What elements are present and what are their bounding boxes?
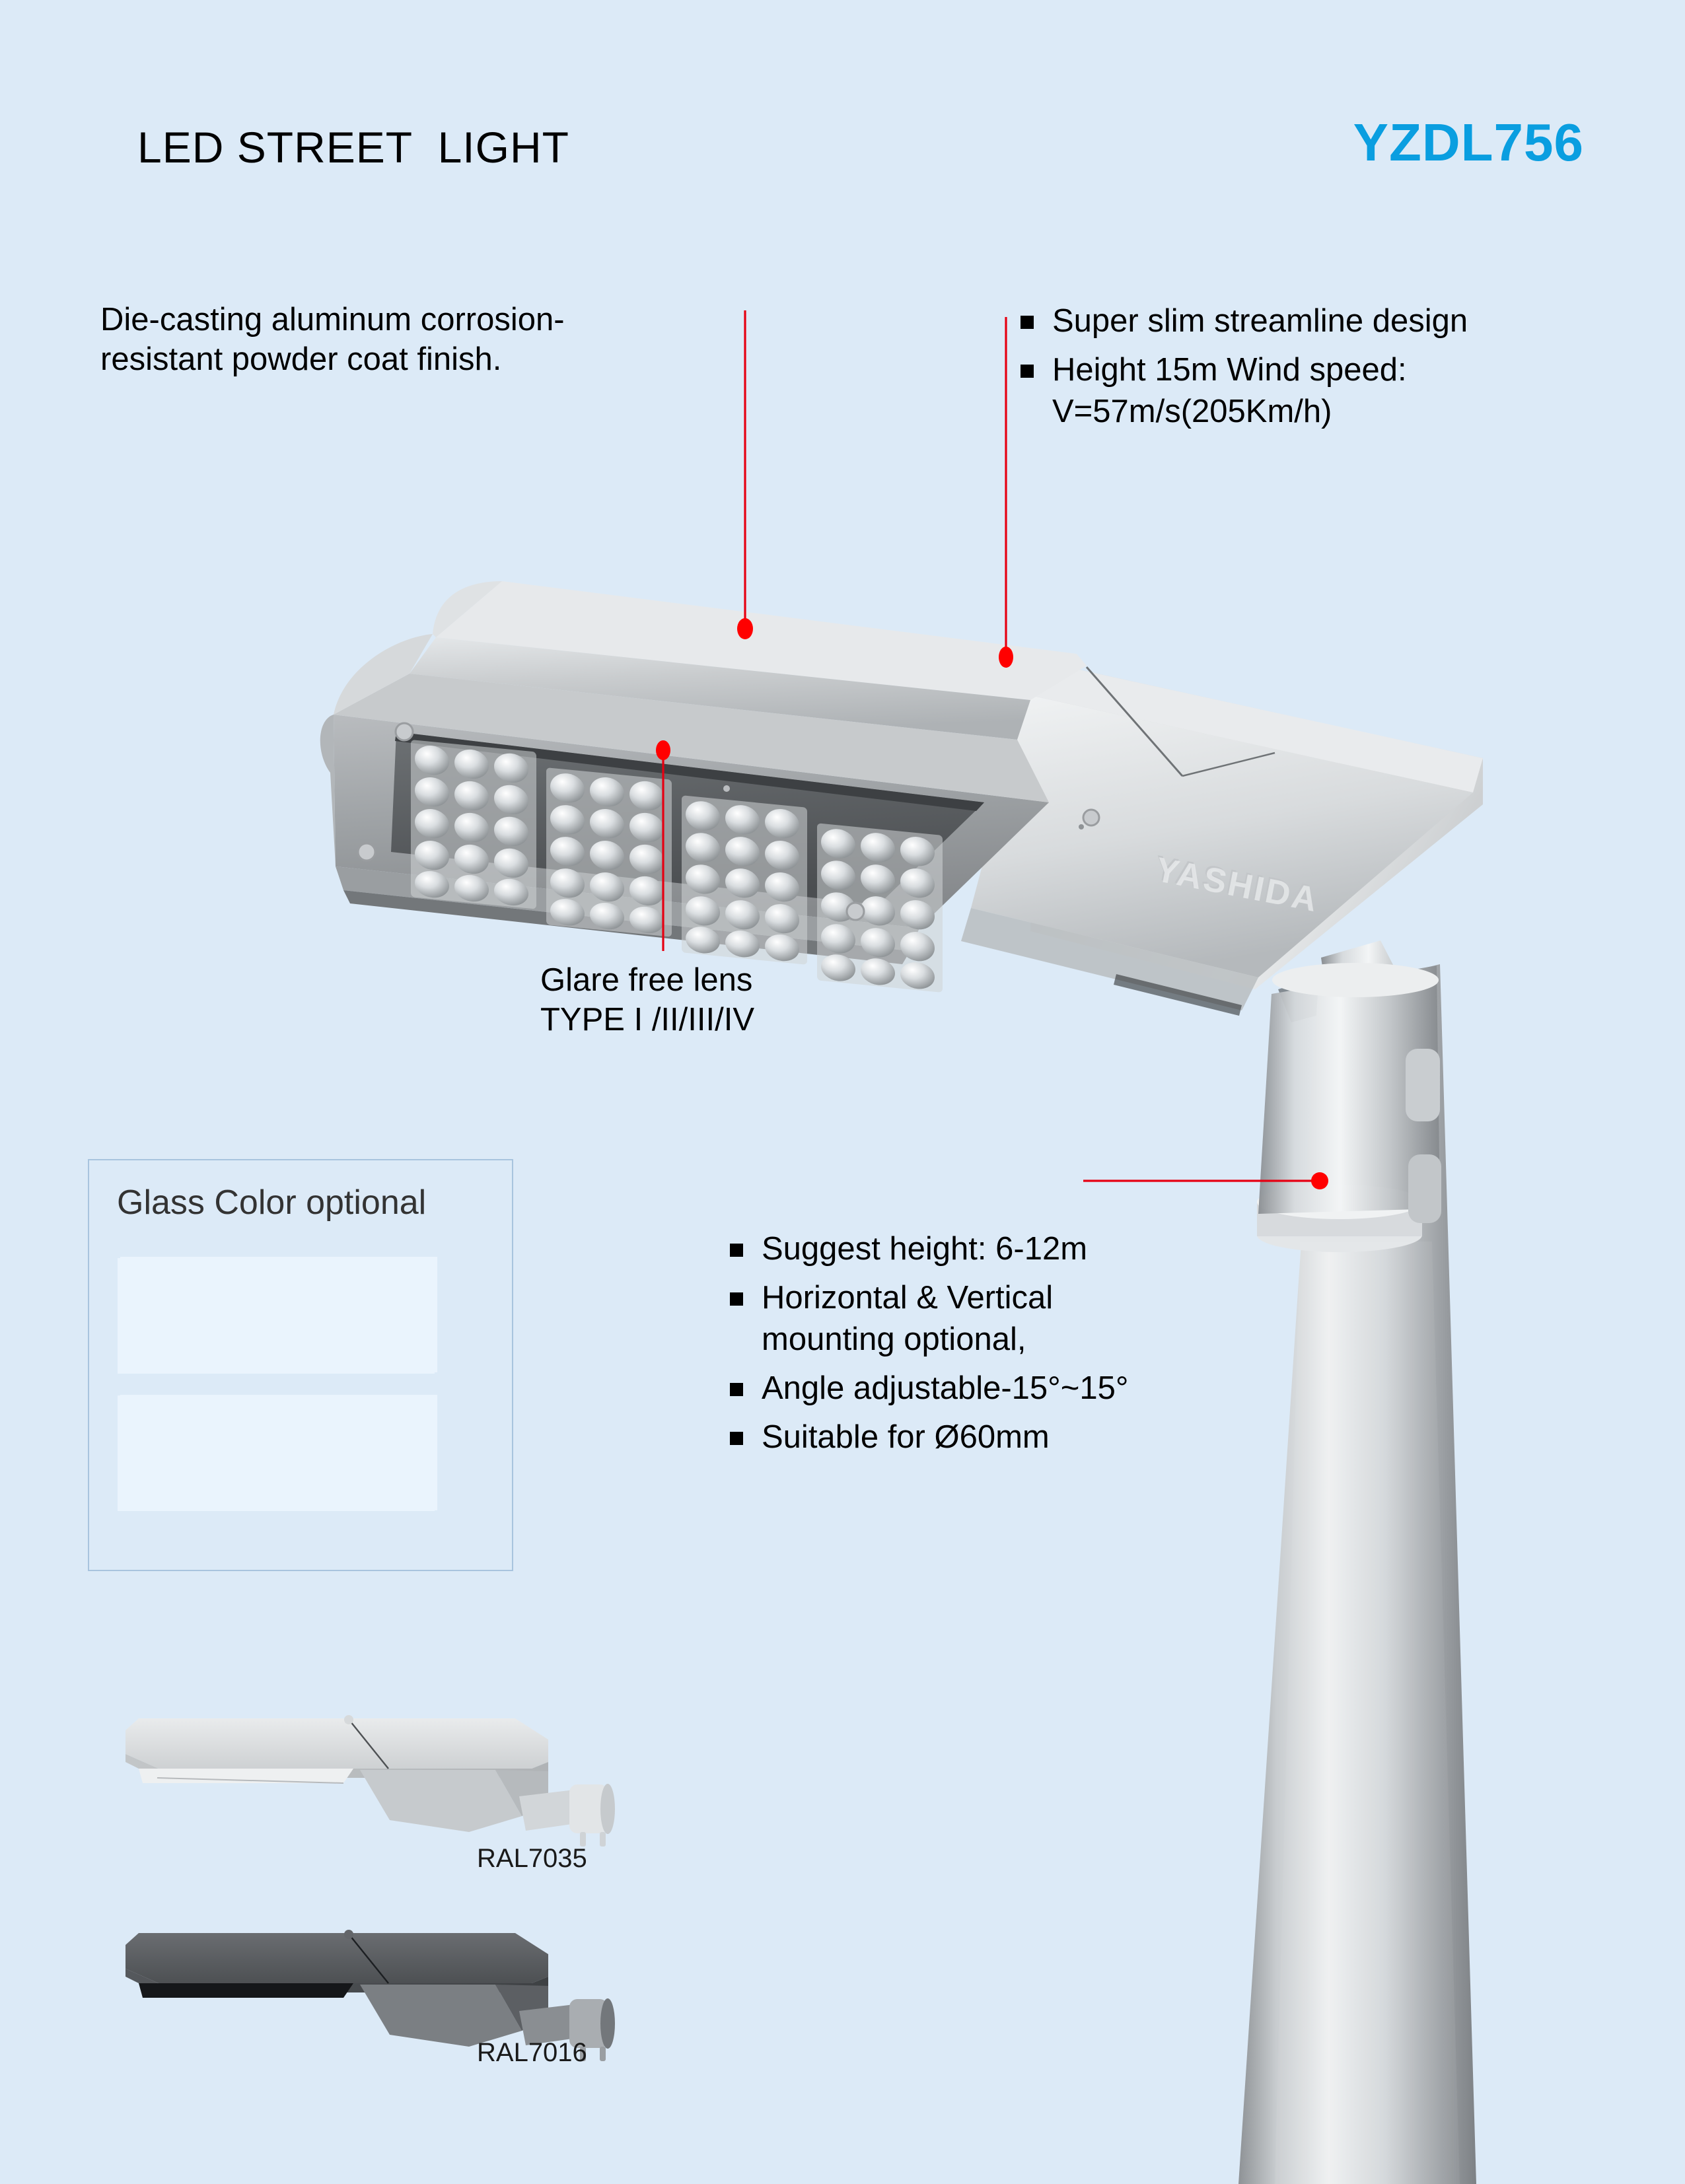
list-item: Suitable for Ø60mm [730,1417,1324,1459]
leader-dot-mounting [1311,1172,1328,1189]
feature-line: mounting optional, [762,1321,1026,1358]
feature-list-top-right: Super slim streamline design Height 15m … [1021,300,1681,440]
feature-line: V=57m/s(205Km/h) [1052,394,1332,430]
callout-glare-free-lens: Glare free lens TYPE I /II/III/IV [540,961,1003,1040]
callout-line: Glare free lens [540,962,753,998]
list-item: Super slim streamline design [1021,300,1681,343]
color-option-label-ral7035: RAL7035 [477,1844,587,1873]
feature-text: Suggest height: 6-12m [762,1228,1324,1271]
svg-text:YASHIDA: YASHIDA [1153,851,1322,920]
page-title: LED STREET LIGHT [137,123,569,172]
callout-line: Die-casting aluminum corrosion- [100,302,565,337]
glass-color-title: Glass Color optional [117,1183,427,1222]
luminaire-tail: YASHIDA YASHIDA [961,660,1483,1016]
feature-line: Height 15m Wind speed: [1052,351,1407,388]
leader-dot-lens [656,740,670,760]
callout-line: TYPE I /II/III/IV [540,1001,755,1038]
list-item: Suggest height: 6-12m [730,1228,1324,1271]
callout-housing-finish: Die-casting aluminum corrosion- resistan… [100,300,735,380]
feature-line: Angle adjustable-15°~15° [762,1370,1129,1407]
luminaire-head [320,581,1100,993]
support-pole [1238,963,1476,2184]
square-bullet-icon [730,1383,743,1397]
square-bullet-icon [730,1292,743,1306]
glass-swatch-tile-2 [120,1395,437,1510]
color-option-profile-ral7035 [125,1715,615,1847]
feature-line: Suggest height: 6-12m [762,1231,1088,1267]
glass-swatch-tile-1 [120,1257,437,1372]
list-item: Angle adjustable-15°~15° [730,1368,1324,1410]
mounting-knuckle [1278,940,1427,1065]
leader-dots [656,618,1328,1189]
led-lens-array [411,740,943,993]
feature-text: Horizontal & Vertical mounting optional, [762,1277,1324,1361]
leader-dot-housing [737,618,753,639]
leader-dot-slim-design [999,647,1013,668]
feature-text: Super slim streamline design [1052,300,1681,343]
feature-line: Suitable for Ø60mm [762,1419,1050,1455]
square-bullet-icon [730,1244,743,1257]
feature-text: Suitable for Ø60mm [762,1417,1324,1459]
glass-color-optional-panel: Glass Color optional [88,1159,513,1571]
square-bullet-icon [730,1431,743,1445]
feature-text: Angle adjustable-15°~15° [762,1368,1324,1410]
list-item: Height 15m Wind speed: V=57m/s(205Km/h) [1021,349,1681,433]
feature-list-mounting: Suggest height: 6-12m Horizontal & Verti… [730,1228,1324,1465]
list-item: Horizontal & Vertical mounting optional, [730,1277,1324,1361]
square-bullet-icon [1021,316,1034,329]
feature-line: Super slim streamline design [1052,303,1468,339]
square-bullet-icon [1021,364,1034,378]
feature-line: Horizontal & Vertical [762,1279,1054,1316]
feature-text: Height 15m Wind speed: V=57m/s(205Km/h) [1052,349,1681,433]
svg-text:YASHIDA: YASHIDA [1151,849,1321,918]
color-option-label-ral7016: RAL7016 [477,2038,587,2067]
callout-line: resistant powder coat finish. [100,341,502,377]
model-number: YZDL756 [1353,113,1584,172]
leader-lines [662,310,1314,1182]
